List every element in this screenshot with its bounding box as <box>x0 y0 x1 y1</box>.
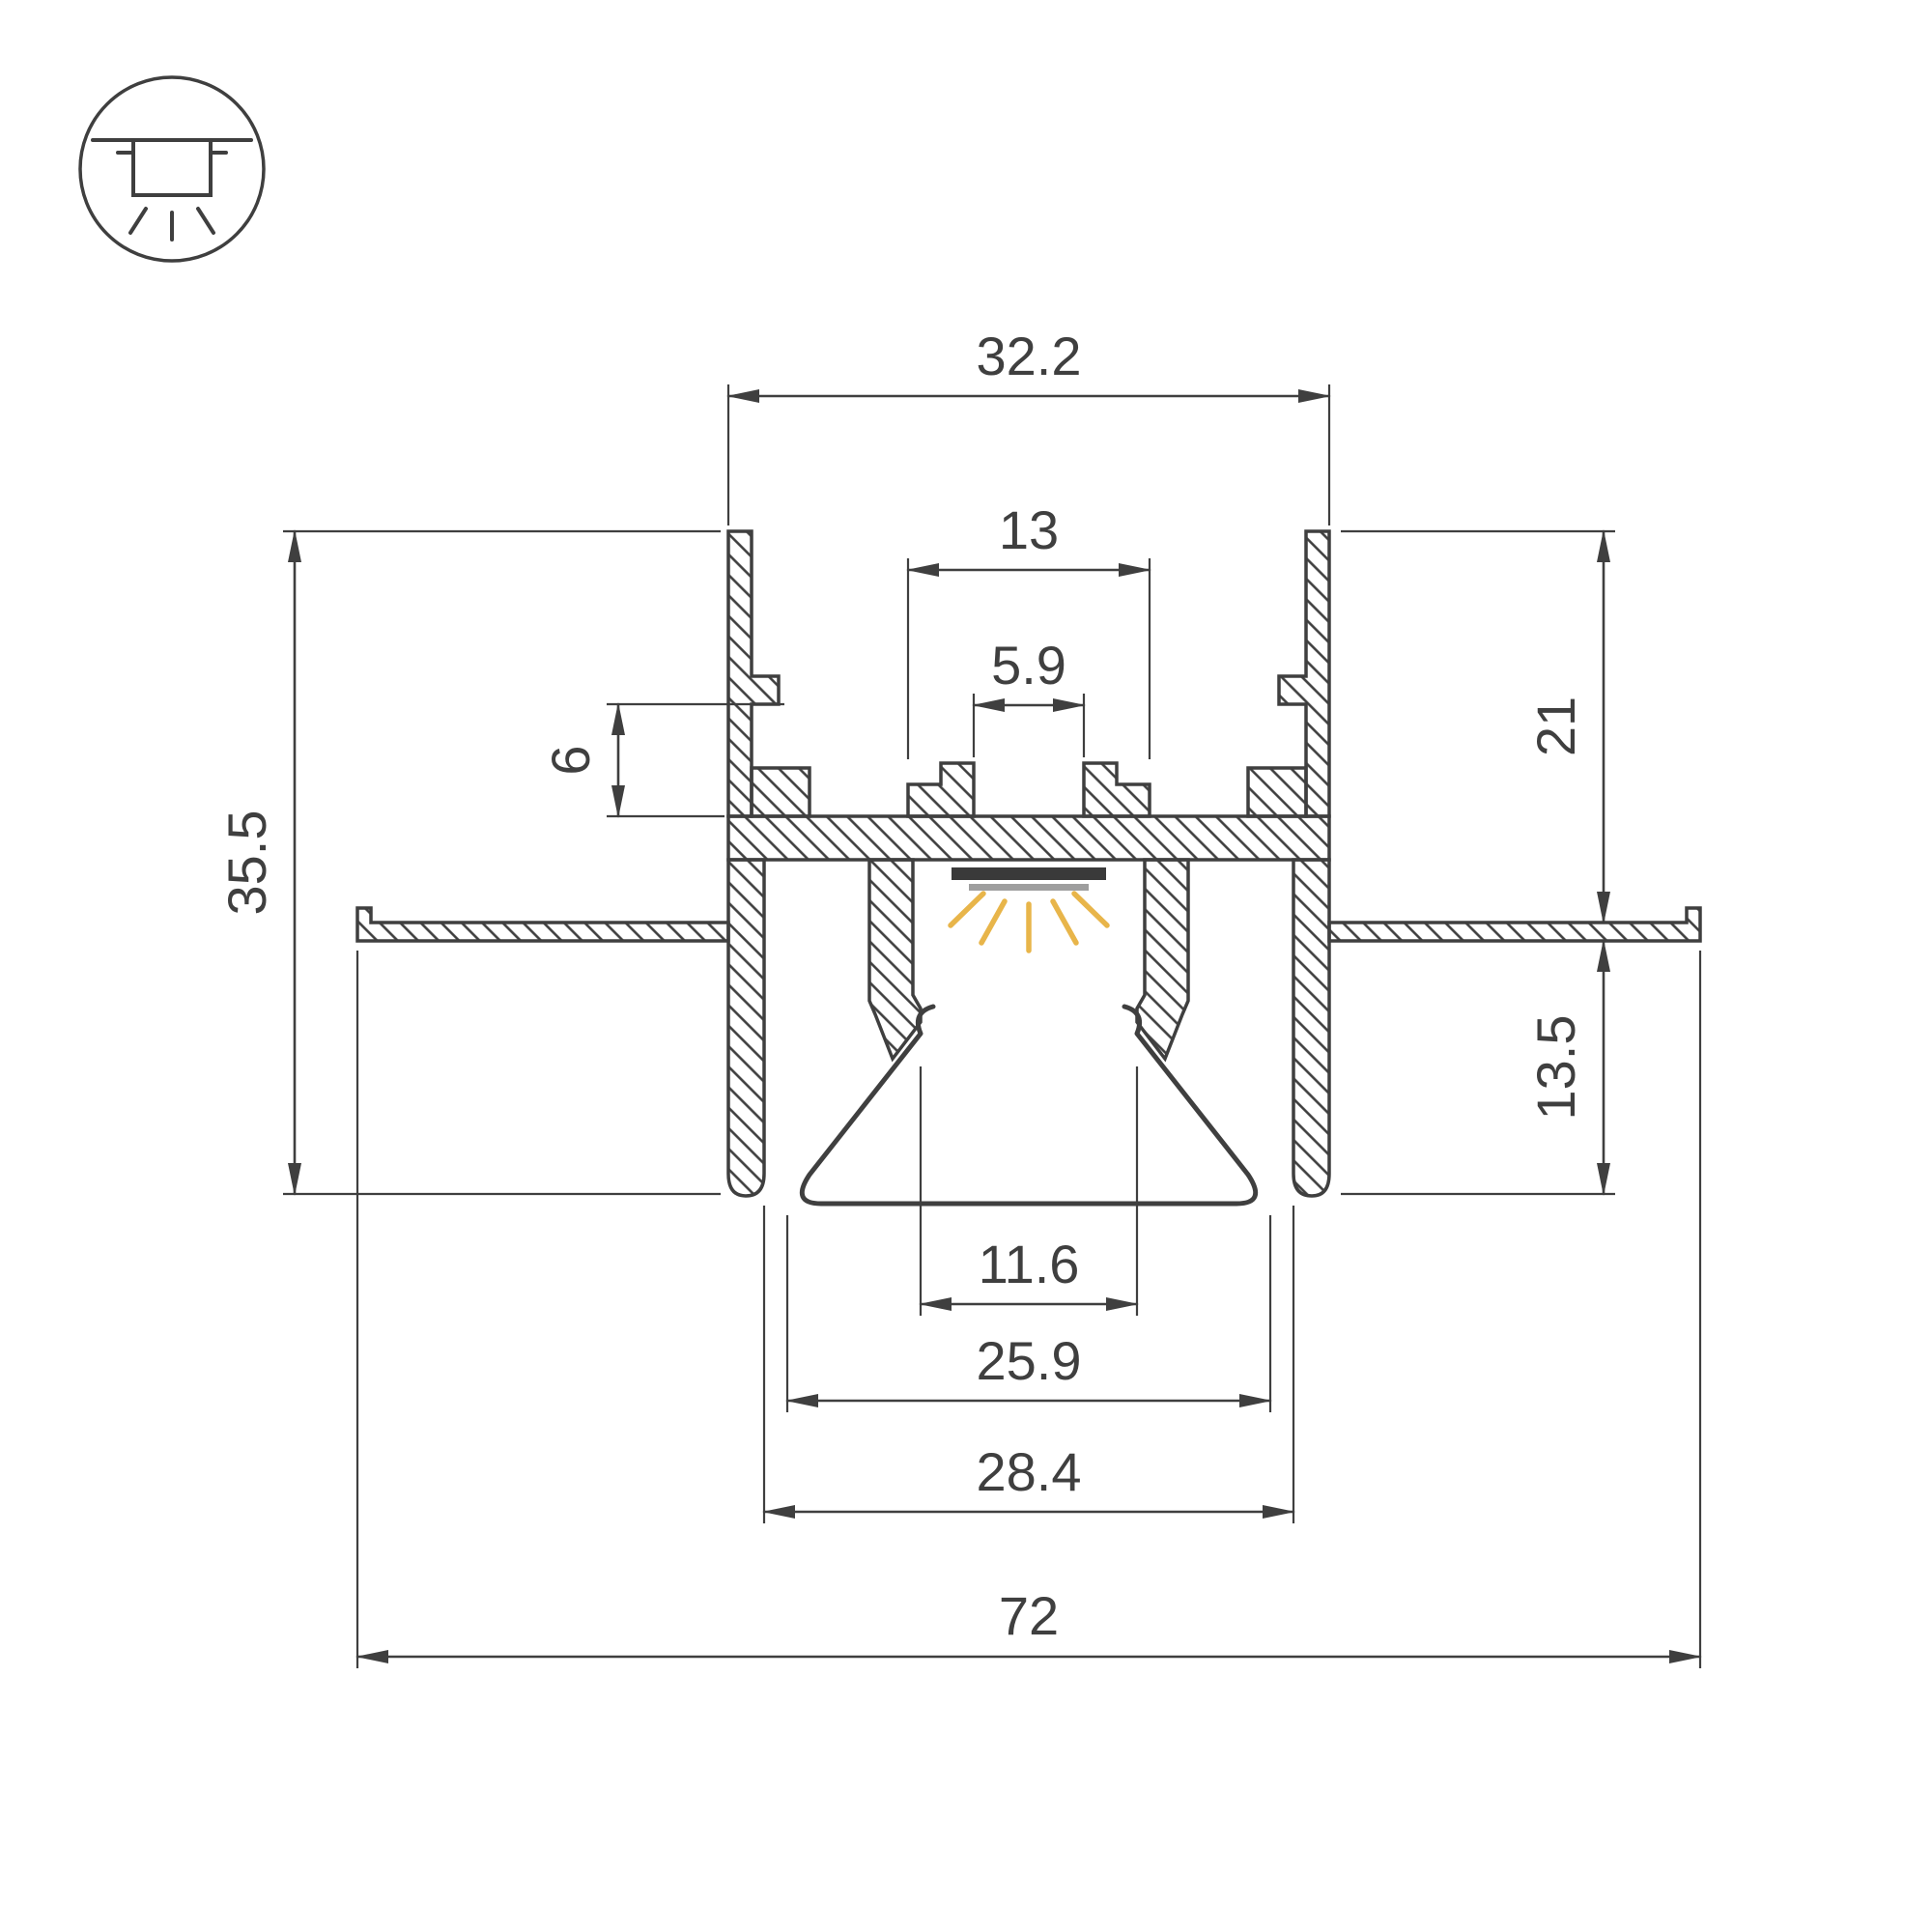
profile-side-wall-left <box>726 858 766 1198</box>
dim-top-flange-width: 32.2 <box>726 326 1331 526</box>
profile-side-wall-right <box>1292 858 1331 1198</box>
recessed-downlight-icon <box>78 75 266 263</box>
profile-clip-foot-right <box>1246 766 1308 818</box>
dim-recess-inner-width-label: 28.4 <box>977 1441 1082 1502</box>
profile-clip-foot-left <box>750 766 811 818</box>
profile-trim-wing-left <box>355 906 730 943</box>
dim-channel-slot-width-label: 5.9 <box>991 635 1066 696</box>
dim-diffuser-width-label: 25.9 <box>977 1330 1082 1391</box>
dim-upper-section-height-label: 21 <box>1525 696 1586 756</box>
dim-lower-section-height-label: 13.5 <box>1525 1015 1586 1121</box>
dim-clip-offset-label: 6 <box>540 745 601 775</box>
dim-upper-section-height: 21 <box>1341 529 1615 924</box>
dim-overall-width-label: 72 <box>999 1585 1059 1646</box>
profile-trim-wing-right <box>1327 906 1702 943</box>
profile-section <box>355 529 1702 1198</box>
dim-hook-opening-width-label: 11.6 <box>979 1234 1080 1294</box>
led-strip <box>952 867 1106 880</box>
dim-profile-height-label: 35.5 <box>216 810 277 916</box>
led-assembly <box>948 867 1110 953</box>
led-substrate <box>969 884 1089 891</box>
dim-clip-offset: 6 <box>540 702 784 818</box>
profile-channel-wall-left <box>906 761 976 818</box>
dim-lower-section-height: 13.5 <box>1341 939 1615 1196</box>
dim-diffuser-width: 25.9 <box>785 1215 1272 1412</box>
profile-cavity-wall-right <box>1135 858 1190 1063</box>
dim-top-flange-width-label: 32.2 <box>977 326 1082 386</box>
dim-channel-slot-width: 5.9 <box>972 635 1086 757</box>
dim-channel-outer-width: 13 <box>906 499 1151 759</box>
profile-body <box>726 814 1331 862</box>
dim-profile-height: 35.5 <box>216 529 721 1196</box>
dim-hook-opening-width: 11.6 <box>919 1066 1139 1316</box>
profile-cavity-wall-left <box>867 858 923 1063</box>
diffuser-lens <box>799 1004 1259 1207</box>
profile-channel-wall-right <box>1082 761 1151 818</box>
dim-recess-inner-width: 28.4 <box>762 1206 1295 1523</box>
dim-channel-outer-width-label: 13 <box>999 499 1059 560</box>
dim-overall-width: 72 <box>355 951 1702 1668</box>
light-rays-icon <box>948 891 1110 953</box>
